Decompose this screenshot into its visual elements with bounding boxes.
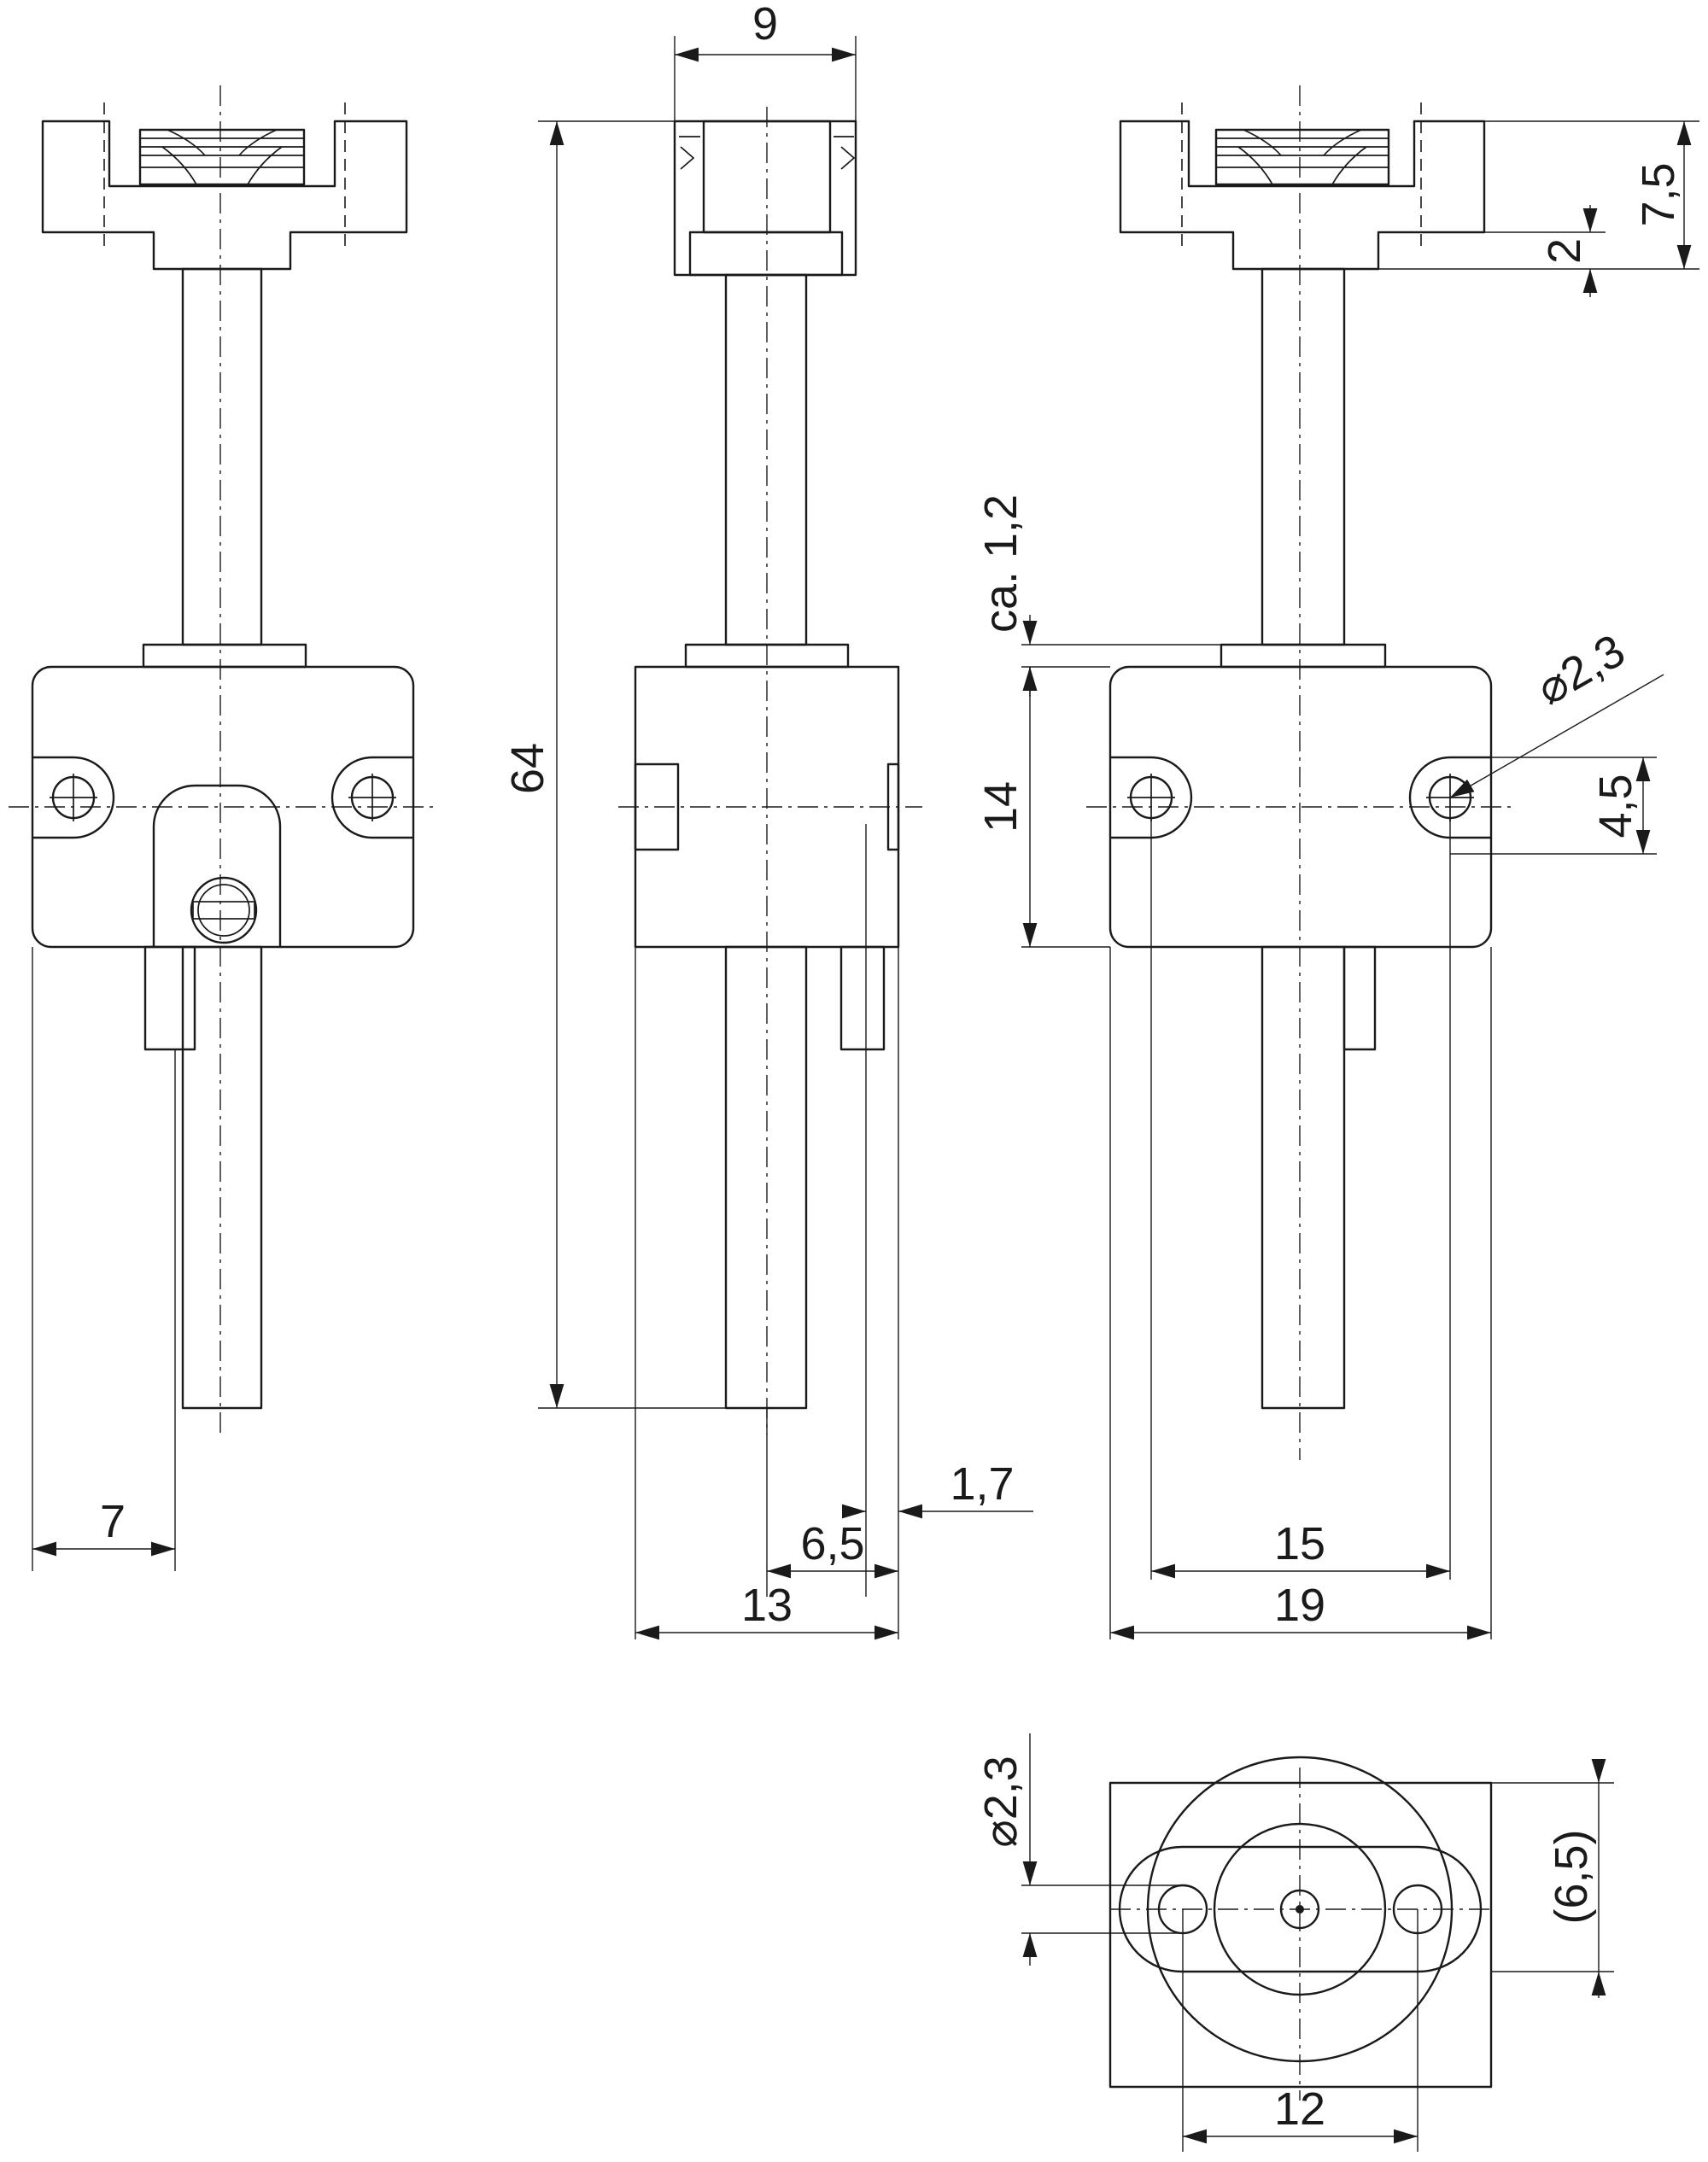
dim-2: 2 (1539, 238, 1590, 264)
dim-phi-2-3-bottom: ⌀2,3 (975, 1756, 1027, 1848)
dim-7-5: 7,5 (1633, 162, 1684, 226)
top-view (1108, 1756, 1493, 2101)
dim-13: 13 (741, 1580, 793, 1631)
dim-14: 14 (975, 781, 1027, 833)
dim-15: 15 (1274, 1518, 1325, 1569)
screw-head (190, 876, 258, 944)
front-view (9, 85, 436, 1435)
dim-19: 19 (1274, 1580, 1325, 1631)
dim-ca-1-2: ca. 1,2 (975, 494, 1027, 633)
dimensions: 7 9 64 1,7 6,5 13 7,5 2 ca. 1,2 14 ⌀2,3 … (32, 0, 1699, 2152)
dim-6-5-reference: (6,5) (1546, 1829, 1597, 1924)
rear-view (1086, 85, 1517, 1460)
spring-washer-front (138, 128, 306, 186)
spring-washer-rear (1214, 128, 1390, 186)
dim-1-7: 1,7 (950, 1458, 1014, 1510)
dim-12: 12 (1274, 2083, 1325, 2135)
dim-9: 9 (752, 0, 778, 50)
dim-6-5: 6,5 (800, 1518, 864, 1569)
dim-4-5: 4,5 (1590, 774, 1641, 838)
side-view (618, 107, 922, 1435)
dim-7: 7 (100, 1496, 126, 1547)
dim-64: 64 (502, 743, 553, 794)
